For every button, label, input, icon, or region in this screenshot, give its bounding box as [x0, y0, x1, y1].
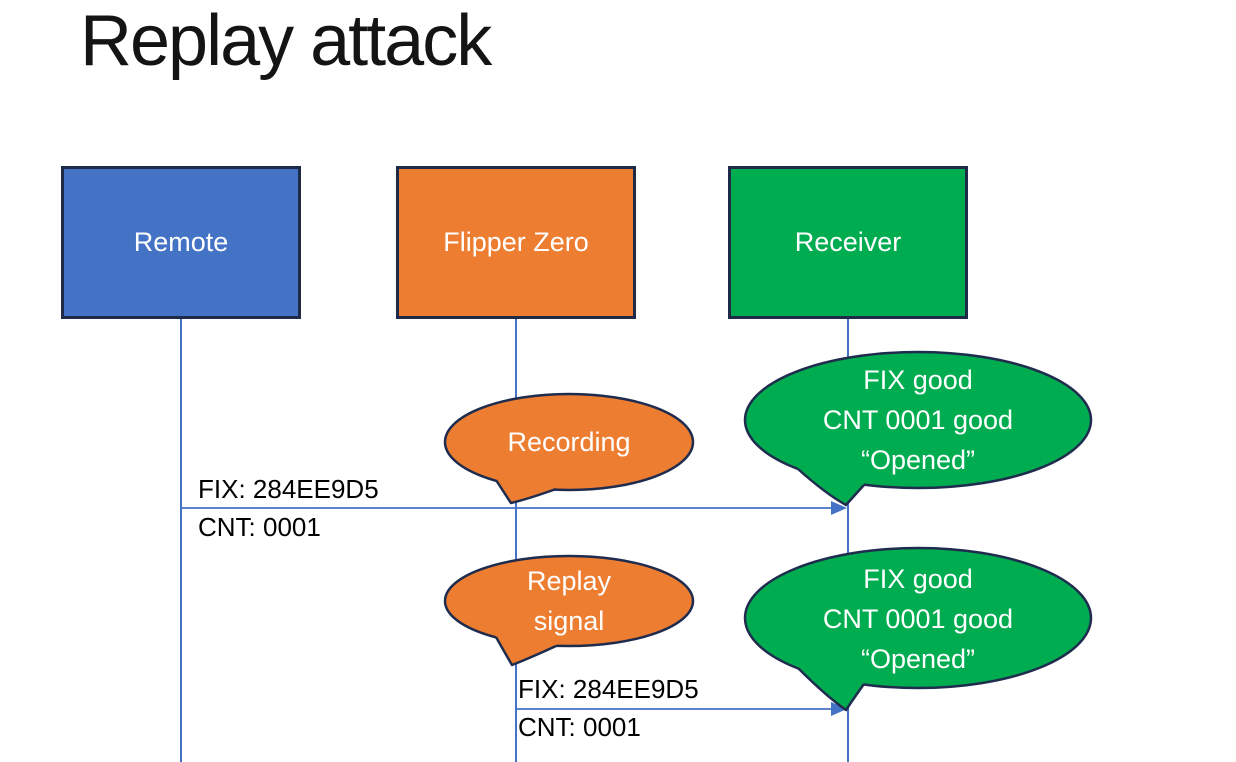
actor-label-remote: Remote	[133, 227, 229, 257]
recording-callout-shape	[443, 392, 695, 505]
actor-label-receiver: Receiver	[794, 227, 902, 257]
actor-box-receiver: Receiver	[728, 166, 968, 319]
message-2-fix-label: FIX: 284EE9D5	[518, 674, 699, 704]
replay-signal-callout-shape	[443, 554, 695, 667]
actor-box-flipper-zero: Flipper Zero	[396, 166, 636, 319]
message-2-cnt-label: CNT: 0001	[518, 712, 641, 742]
actor-label-flipper-zero: Flipper Zero	[443, 227, 589, 257]
opened-callout-2-shape	[743, 546, 1093, 712]
actor-box-remote: Remote	[61, 166, 301, 319]
message-1-cnt-label: CNT: 0001	[198, 512, 321, 542]
slide-title: Replay attack	[80, 1, 492, 81]
opened-callout-1-shape	[743, 350, 1093, 507]
message-arrow-1-head	[831, 501, 847, 515]
message-1-fix-label: FIX: 284EE9D5	[198, 474, 379, 504]
message-arrow-2-head	[831, 702, 847, 716]
